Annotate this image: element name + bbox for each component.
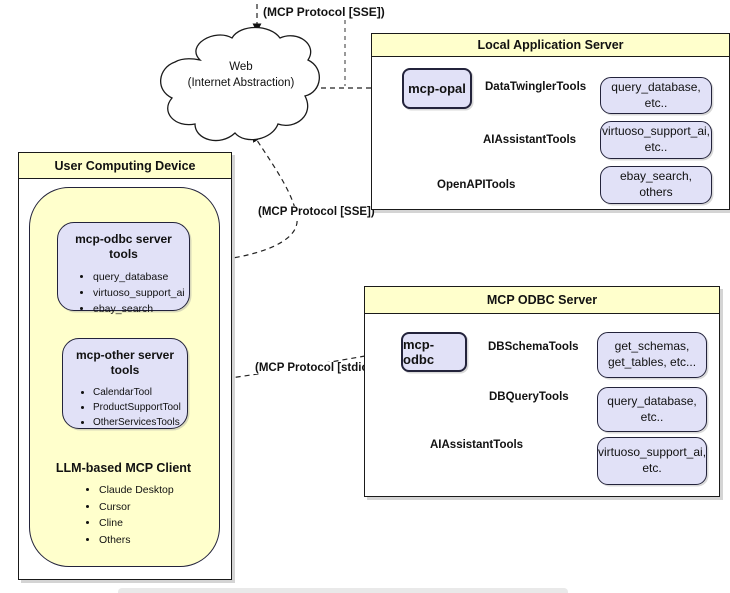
list-item: Cursor [99, 501, 174, 513]
bottom-partial-bar [118, 588, 568, 593]
mcp-odbc-server-panel: MCP ODBC Server [364, 286, 720, 497]
label-aiassistanttools-las: AIAssistantTools [483, 134, 577, 146]
mcp-other-server-tools-title: mcp-other server tools [75, 348, 175, 377]
list-item: Others [99, 534, 174, 546]
tool-box-virtuoso-support-las: virtuoso_support_ai, etc.. [600, 121, 712, 159]
label-aiassistanttools-odbc: AIAssistantTools [430, 439, 524, 451]
label-dbschematools: DBSchemaTools [488, 341, 579, 353]
tool-box-get-schemas: get_schemas, get_tables, etc... [597, 332, 707, 378]
list-item: ProductSupportTool [93, 402, 181, 413]
user-computing-device-title: User Computing Device [19, 153, 231, 179]
mcp-odbc-node: mcp-odbc [401, 332, 467, 372]
list-item: query_database [93, 271, 183, 283]
protocol-label-sse-top: (MCP Protocol [SSE]) [263, 5, 385, 19]
mcp-odbc-server-tools-title: mcp-odbc server tools [75, 232, 172, 261]
tool-box-query-database-odbc: query_database, etc.. [597, 387, 707, 432]
list-item: OtherServicesTools [93, 417, 181, 428]
web-cloud-shape [160, 26, 320, 142]
mcp-other-server-tools-box: mcp-other server tools CalendarTool Prod… [62, 338, 188, 429]
list-item: Cline [99, 517, 174, 529]
user-computing-device-panel: User Computing Device mcp-odbc server to… [18, 152, 232, 580]
list-item: ebay_search [93, 303, 183, 315]
mcp-other-server-tools-list: CalendarTool ProductSupportTool OtherSer… [69, 387, 181, 428]
mcp-odbc-server-title: MCP ODBC Server [365, 287, 719, 314]
label-dbquerytools: DBQueryTools [489, 391, 569, 403]
mcp-odbc-server-tools-box: mcp-odbc server tools query_database vir… [57, 222, 190, 315]
label-openapitools: OpenAPITools [434, 179, 519, 191]
label-datatwinglertools: DataTwinglerTools [482, 81, 590, 93]
local-application-server-panel: Local Application Server [371, 33, 730, 210]
tool-box-ebay-search-las: ebay_search, others [600, 166, 712, 204]
tool-box-query-database-las: query_database, etc.. [600, 77, 712, 114]
protocol-label-stdio: (MCP Protocol [stdio]) [252, 362, 380, 374]
protocol-label-sse-mid: (MCP Protocol [SSE]) [255, 206, 378, 218]
list-item: CalendarTool [93, 387, 181, 398]
list-item: virtuoso_support_ai [93, 287, 185, 299]
mcp-odbc-server-tools-list: query_database virtuoso_support_ai ebay_… [64, 271, 185, 315]
list-item: Claude Desktop [99, 484, 174, 496]
tool-box-virtuoso-support-odbc: virtuoso_support_ai, etc. [597, 437, 707, 485]
mcp-opal-node: mcp-opal [402, 68, 472, 109]
llm-mcp-client-title: LLM-based MCP Client [55, 461, 192, 475]
web-cloud-label: Web (Internet Abstraction) [187, 61, 295, 89]
llm-mcp-client-list: Claude Desktop Cursor Cline Others [85, 484, 174, 550]
local-application-server-title: Local Application Server [372, 34, 729, 57]
